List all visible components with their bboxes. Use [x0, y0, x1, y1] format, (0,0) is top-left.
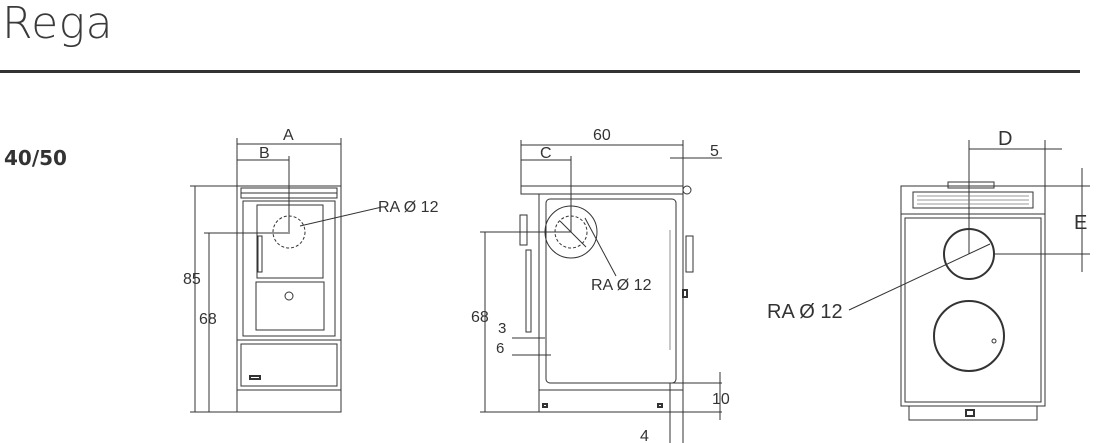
dimension-label-3: 3	[498, 320, 506, 337]
dimension-label-a: A	[283, 127, 294, 144]
dimension-label-5: 5	[710, 143, 719, 160]
dimension-label-c: C	[540, 145, 552, 162]
dimension-label-4: 4	[640, 428, 649, 443]
dimension-label-d: D	[998, 128, 1012, 150]
dimension-label-68: 68	[199, 311, 217, 328]
dimension-label-60: 60	[593, 127, 611, 144]
title-divider	[0, 70, 1080, 73]
page-title: Rega	[2, 0, 114, 49]
model-size-label: 40/50	[4, 146, 67, 170]
dimension-label-85: 85	[183, 271, 201, 288]
side-view: 60 C 5 RA Ø 12 68 3 6	[471, 127, 730, 443]
dimension-label-10: 10	[712, 391, 730, 408]
flue-outlet-label-side: RA Ø 12	[591, 277, 652, 294]
flue-outlet-label-front: RA Ø 12	[378, 199, 439, 216]
dimension-label-e: E	[1074, 212, 1087, 234]
dimension-label-6: 6	[496, 340, 504, 357]
top-view: D E RA Ø 12	[767, 128, 1090, 421]
front-view: A B 85 68 RA Ø 12	[183, 127, 439, 413]
dimension-label-68-side: 68	[471, 309, 489, 326]
flue-outlet-label-top: RA Ø 12	[767, 301, 843, 323]
dimension-label-b: B	[259, 145, 270, 162]
